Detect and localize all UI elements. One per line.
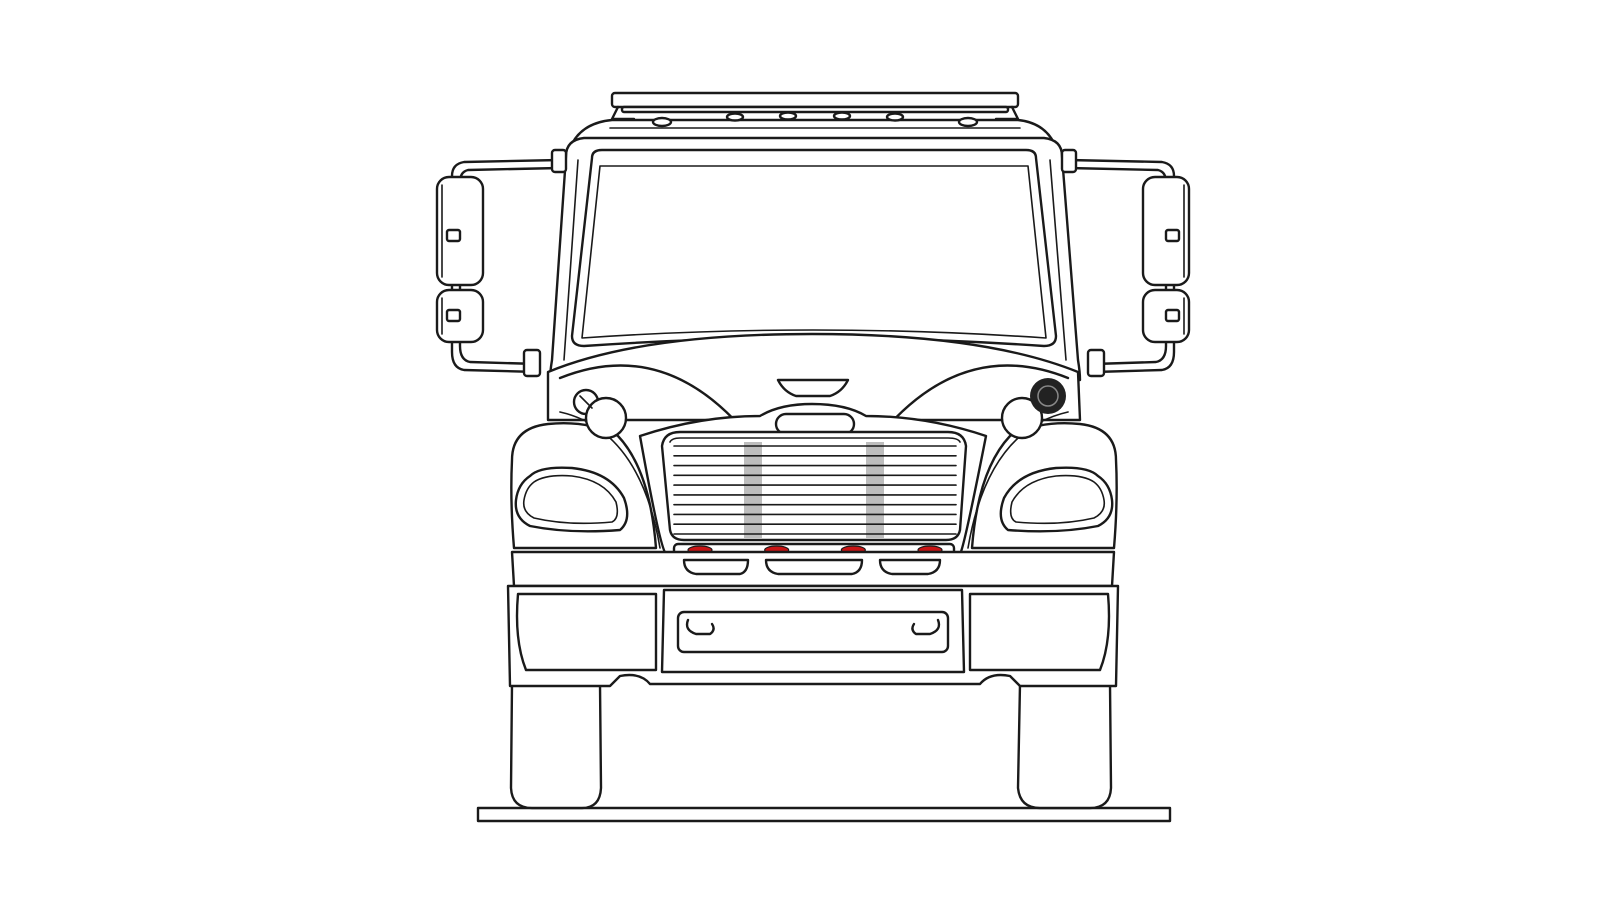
bumper-tabs bbox=[682, 558, 942, 576]
hood-emblem bbox=[776, 378, 850, 398]
hood-right-crease bbox=[886, 364, 1070, 428]
grille-frame bbox=[660, 430, 968, 542]
bumper-right-panel bbox=[968, 592, 1111, 672]
grille-slats bbox=[673, 445, 957, 535]
ground-line bbox=[476, 806, 1172, 823]
license-plate-recess bbox=[676, 610, 950, 654]
right-fender-inner bbox=[967, 411, 1069, 549]
left-headlight bbox=[514, 466, 629, 533]
right-mirror bbox=[1060, 148, 1191, 378]
right-tire bbox=[1016, 682, 1113, 810]
right-headlight bbox=[999, 466, 1114, 533]
windshield-inner bbox=[581, 165, 1047, 339]
cab-inner-edge bbox=[563, 159, 1067, 361]
hood bbox=[546, 332, 1082, 422]
left-tire bbox=[509, 682, 603, 810]
left-tow-hook bbox=[685, 618, 715, 636]
right-fog-light bbox=[1000, 378, 1066, 440]
left-fog-light bbox=[572, 388, 628, 440]
roof-light-bar bbox=[610, 91, 1020, 121]
grille-inner-frame bbox=[669, 437, 961, 443]
hood-left-crease bbox=[558, 364, 742, 428]
right-headlight-lens bbox=[1009, 474, 1106, 525]
right-tow-hook bbox=[911, 618, 941, 636]
left-mirror bbox=[435, 148, 568, 378]
bumper-left-panel bbox=[515, 592, 658, 672]
left-fender-inner bbox=[559, 411, 661, 549]
windshield bbox=[570, 148, 1058, 348]
left-headlight-lens bbox=[522, 474, 619, 525]
